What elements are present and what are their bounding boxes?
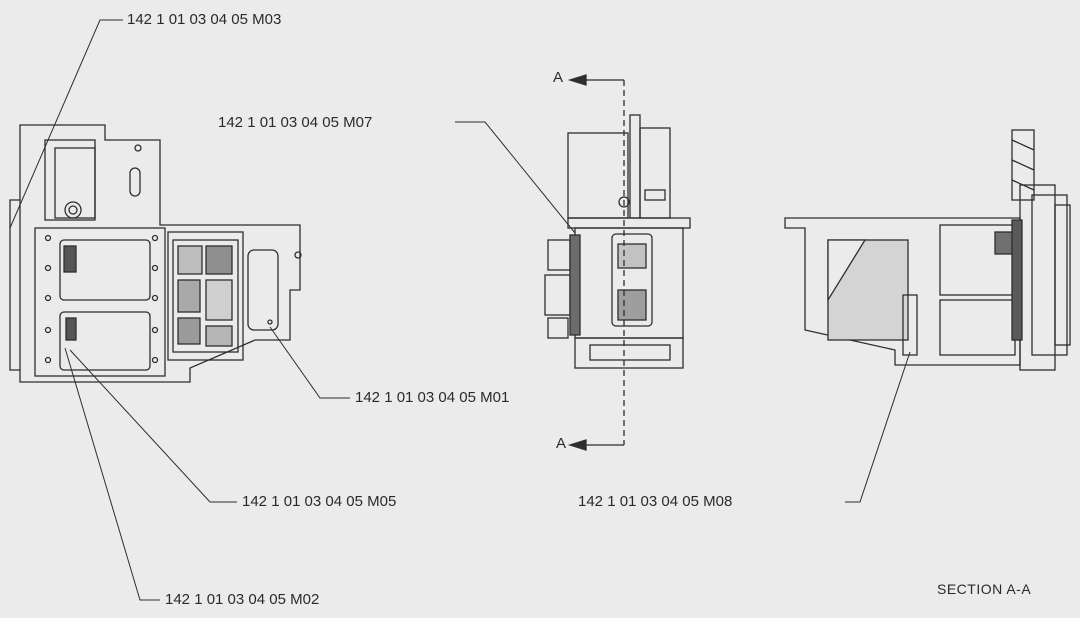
leader-lines [9,19,911,601]
section-view [784,129,1071,371]
callout-m07: 142 1 01 03 04 05 M07 [218,114,373,131]
left-view [9,124,302,383]
section-mark-bottom: A [556,435,567,452]
callout-m01: 142 1 01 03 04 05 M01 [355,389,510,406]
section-mark-top: A [553,69,564,86]
callout-m05: 142 1 01 03 04 05 M05 [242,493,397,510]
section-cut-line [567,74,625,451]
callout-m08: 142 1 01 03 04 05 M08 [578,493,733,510]
section-title: SECTION A-A [937,581,1032,597]
middle-view [544,114,691,369]
callout-m03: 142 1 01 03 04 05 M03 [127,11,282,28]
callout-m02: 142 1 01 03 04 05 M02 [165,591,320,608]
